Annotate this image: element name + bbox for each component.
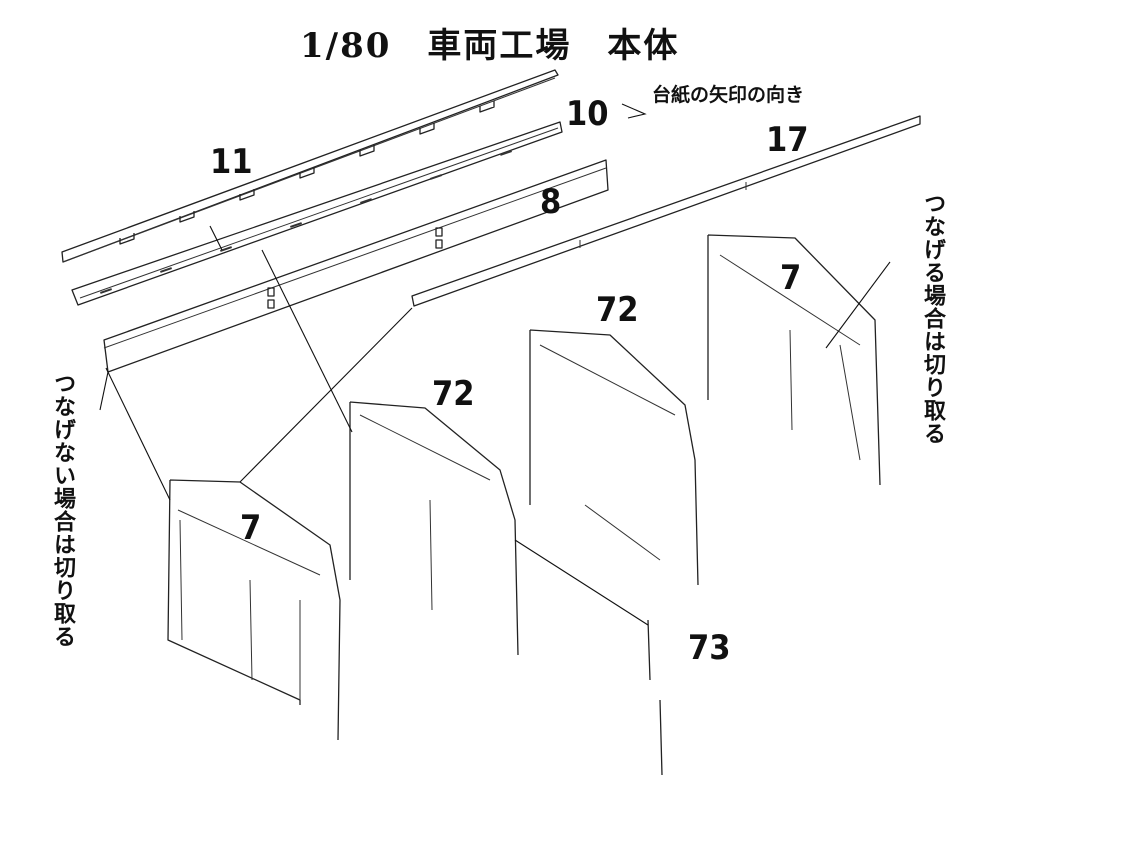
arrow-note: 台紙の矢印の向き — [652, 84, 805, 106]
part-11-ridge-strip — [61, 69, 559, 263]
part-7-right-wall — [707, 234, 881, 486]
label-part-72-a: 72 — [432, 374, 475, 414]
part-72-a-wall — [349, 401, 519, 656]
label-part-8: 8 — [540, 182, 562, 222]
label-part-72-b: 72 — [596, 290, 639, 330]
leader-lines — [99, 225, 891, 626]
part-72-b-wall — [529, 329, 699, 586]
part-73-piece — [647, 619, 663, 776]
part-10-roof-panel — [71, 121, 563, 306]
label-part-73: 73 — [688, 628, 731, 668]
right-vertical-note: つなげる場合は切り取る — [920, 192, 946, 445]
diagram-title: 1/80 車両工場 本体 — [300, 26, 680, 66]
label-part-7-right: 7 — [780, 258, 802, 298]
left-vertical-note: つなげない場合は切り取る — [50, 372, 76, 648]
label-part-17: 17 — [766, 120, 809, 160]
part-17-beam — [411, 115, 921, 307]
part-7-left-wall — [167, 479, 341, 741]
arrow-icon — [621, 103, 647, 119]
label-part-11: 11 — [210, 142, 253, 182]
part-8-wall-panel — [103, 159, 609, 373]
label-part-10: 10 — [566, 94, 609, 134]
label-part-7-left: 7 — [240, 508, 262, 548]
